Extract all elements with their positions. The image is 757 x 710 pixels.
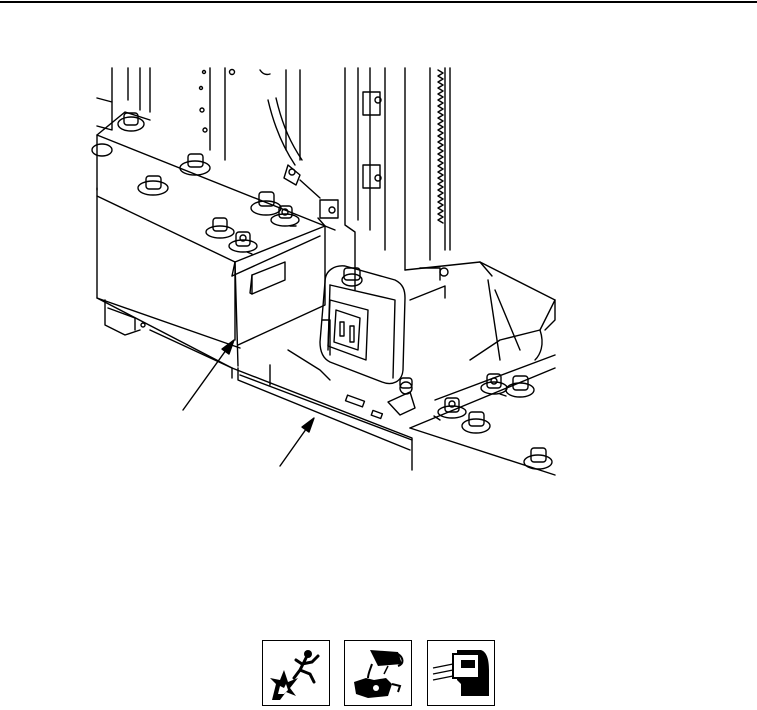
left-battery [96,187,326,369]
eye-protection-icon [427,640,495,706]
battery-tray [149,329,413,471]
right-battery [387,354,556,476]
left-frame [96,67,301,161]
rear-battery [91,111,336,231]
corrosive-acid-icon [344,640,412,706]
center-column [267,67,451,291]
header-rule [0,1,757,3]
explosion-hazard-icon [262,640,330,706]
callout-arrow-battery [182,339,235,411]
reservoir [319,265,406,385]
callout-arrow-tray [279,417,315,467]
right-structure [404,261,556,361]
